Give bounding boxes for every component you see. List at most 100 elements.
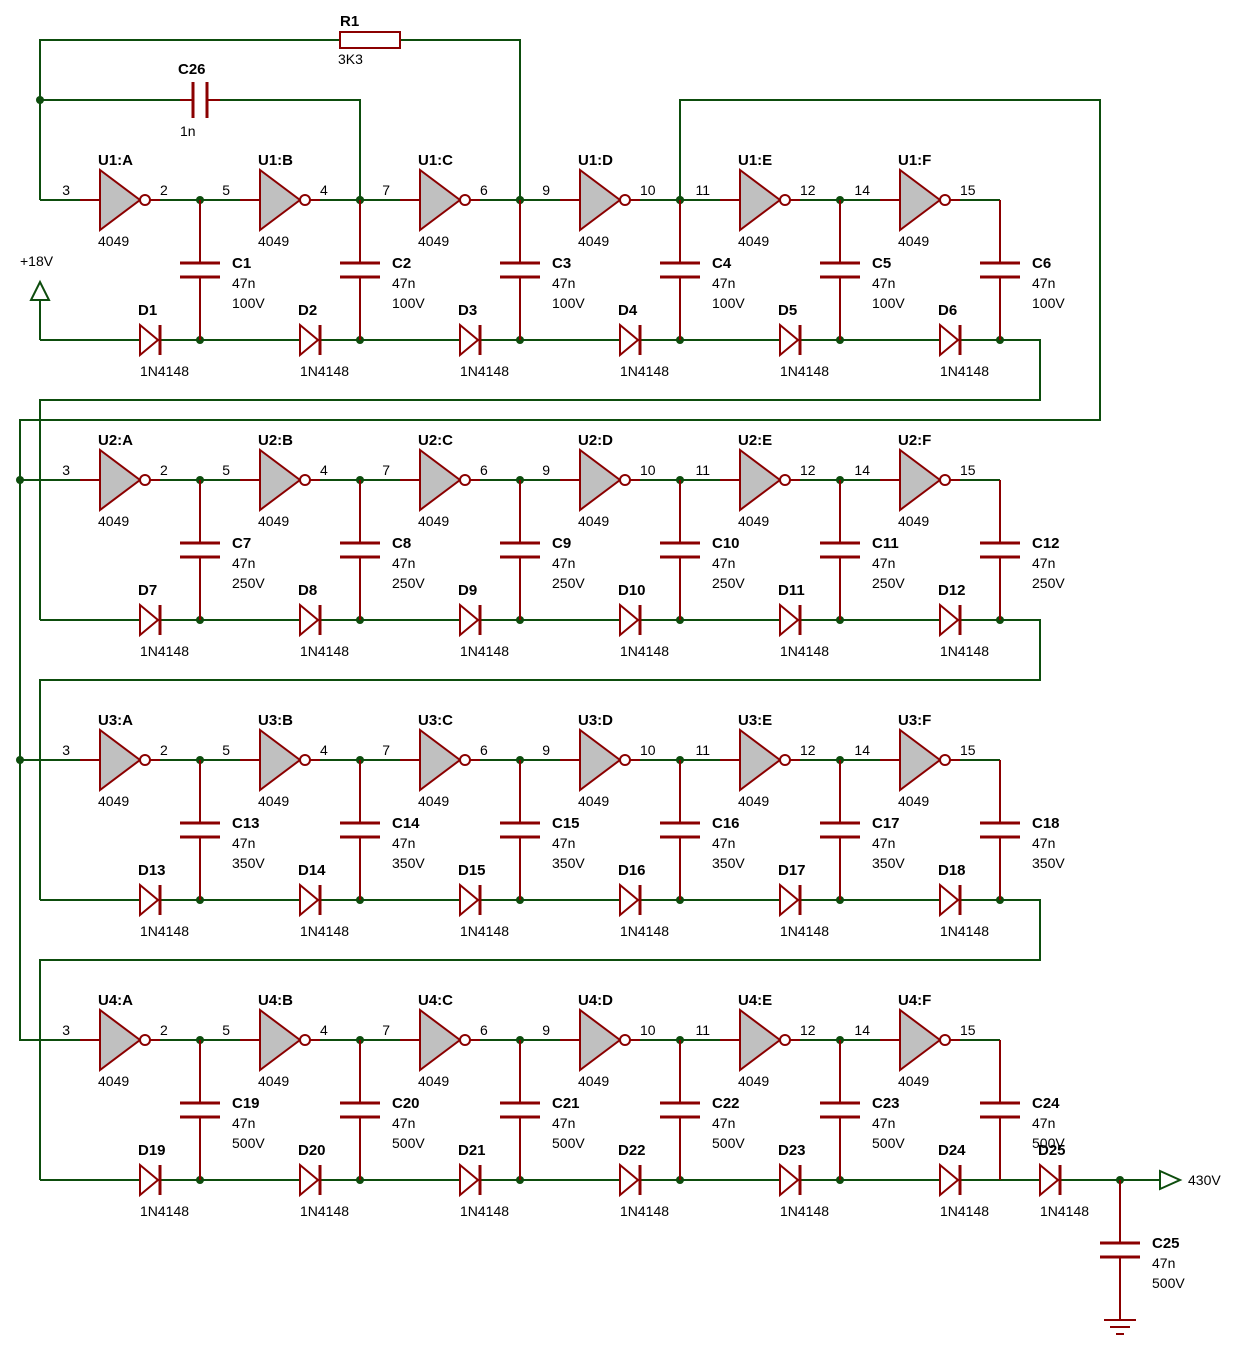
cap-voltage: 250V [712, 575, 745, 591]
gate-input-pin: 9 [542, 182, 550, 198]
diode [459, 882, 482, 918]
gate-ref: U1:A [98, 152, 133, 169]
cap-voltage: 250V [1032, 575, 1065, 591]
cap-ref: C22 [712, 1095, 740, 1112]
feedback-wire [400, 39, 521, 200]
components [29, 31, 1183, 1335]
cap-voltage: 500V [872, 1135, 905, 1151]
diode-body [139, 882, 160, 918]
cap-voltage: 350V [712, 855, 745, 871]
gate-type: 4049 [258, 513, 289, 529]
gate-bubble [299, 1034, 311, 1046]
cap-value: 47n [232, 1115, 255, 1131]
gate-bubble [939, 1034, 951, 1046]
capacitor [180, 480, 220, 620]
diode-type: 1N4148 [780, 1203, 829, 1219]
gate-output-pin: 12 [800, 1022, 816, 1038]
cap-value: 47n [872, 555, 895, 571]
diode-type: 1N4148 [940, 923, 989, 939]
inverter-gate [240, 1008, 320, 1072]
cap-ref: C15 [552, 815, 580, 832]
gate-bubble [299, 194, 311, 206]
cap-value: 47n [712, 275, 735, 291]
diode-ref: D9 [458, 582, 477, 599]
gate-type: 4049 [578, 233, 609, 249]
diode-body [619, 882, 640, 918]
diode [459, 1162, 482, 1198]
gate-input-pin: 3 [62, 182, 70, 198]
gate-type: 4049 [418, 1073, 449, 1089]
gate-input-pin: 7 [382, 462, 390, 478]
diode-type: 1N4148 [300, 1203, 349, 1219]
gate-input-pin: 14 [854, 462, 870, 478]
gate-bubble [459, 754, 471, 766]
gate-output-pin: 12 [800, 182, 816, 198]
diode [779, 602, 802, 638]
supply-arrow [29, 279, 51, 301]
c26-ref: C26 [178, 61, 206, 78]
gate-output-pin: 2 [160, 462, 168, 478]
diode [139, 602, 162, 638]
gate-type: 4049 [738, 793, 769, 809]
junction-dot [16, 476, 24, 484]
gate-output-pin: 15 [960, 462, 976, 478]
cap-value: 47n [392, 835, 415, 851]
diode-ref: D16 [618, 862, 646, 879]
gate-bubble [459, 1034, 471, 1046]
diode-ref: D21 [458, 1142, 486, 1159]
diode-ref: D6 [938, 302, 957, 319]
gate-input-pin: 5 [222, 742, 230, 758]
capacitor [980, 1040, 1020, 1180]
cap-ref: C10 [712, 535, 740, 552]
cap-ref: C19 [232, 1095, 260, 1112]
gate-body [739, 1008, 782, 1072]
cap-voltage: 350V [392, 855, 425, 871]
gate-bubble [779, 1034, 791, 1046]
gate-body [739, 448, 782, 512]
gate-input-pin: 3 [62, 462, 70, 478]
diode-ref: D10 [618, 582, 646, 599]
diode [939, 602, 962, 638]
capacitor [660, 1040, 700, 1180]
c26-wire [220, 99, 361, 200]
cap-value: 47n [552, 275, 575, 291]
junction-dot [36, 96, 44, 104]
diode-type: 1N4148 [140, 923, 189, 939]
diode-ref: D11 [778, 582, 805, 599]
diode [299, 1162, 322, 1198]
cap-value: 47n [232, 835, 255, 851]
diode-type: 1N4148 [300, 363, 349, 379]
gate-bubble [619, 474, 631, 486]
capacitor [980, 480, 1020, 620]
gate-input-pin: 11 [695, 742, 710, 758]
diode-body [939, 882, 960, 918]
capacitor [660, 480, 700, 620]
gate-output-pin: 2 [160, 1022, 168, 1038]
diode [459, 322, 482, 358]
gate-input-pin: 7 [382, 182, 390, 198]
inverter-gate [240, 728, 320, 792]
gate-bubble [299, 474, 311, 486]
diode-ref: D24 [938, 1142, 966, 1159]
gate-body [259, 168, 302, 232]
cap-voltage: 500V [392, 1135, 425, 1151]
diode [939, 1162, 962, 1198]
diode-ref: D3 [458, 302, 477, 319]
diode-body [779, 1162, 800, 1198]
inverter-gate [880, 168, 960, 232]
diode-body [299, 882, 320, 918]
gate-bubble [619, 1034, 631, 1046]
inverter-gate [880, 448, 960, 512]
inverter-gate [720, 728, 800, 792]
cap-value: 47n [552, 555, 575, 571]
gate-body [259, 728, 302, 792]
capacitor [180, 760, 220, 900]
cap-value: 47n [1152, 1255, 1175, 1271]
capacitor [180, 1040, 220, 1180]
gate-body [579, 1008, 622, 1072]
gate-output-pin: 6 [480, 742, 488, 758]
diode [779, 882, 802, 918]
diode [779, 1162, 802, 1198]
gate-type: 4049 [738, 1073, 769, 1089]
